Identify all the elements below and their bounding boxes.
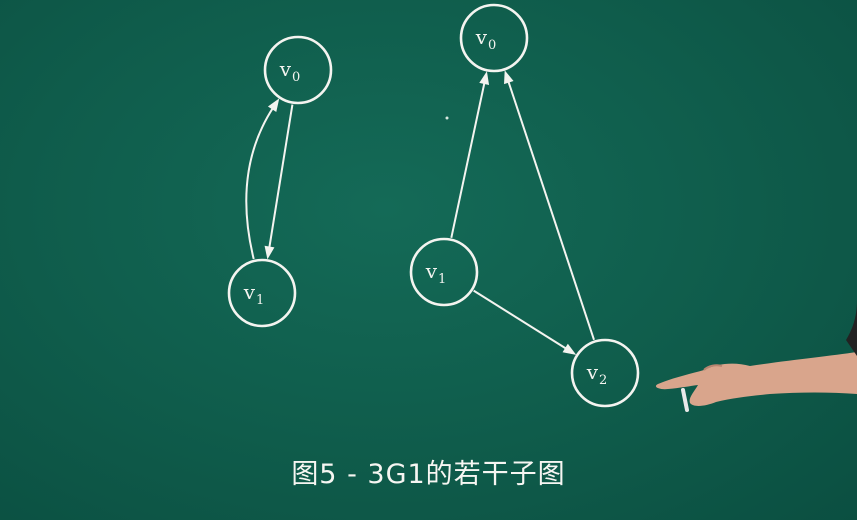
edge-line	[450, 80, 486, 238]
edge-l-v0-to-l-v1	[264, 104, 294, 260]
node-circle	[263, 35, 333, 105]
node-circle	[570, 338, 640, 408]
arrowhead-icon	[264, 245, 275, 260]
node-r-v0: v0	[459, 3, 529, 73]
node-label-base: v	[586, 360, 599, 384]
arrowhead-icon	[562, 343, 577, 355]
arrowhead-icon	[267, 98, 280, 112]
edge-line	[268, 104, 294, 250]
node-label-base: v	[475, 25, 488, 49]
node-label: v1	[425, 259, 447, 287]
arrowhead-icon	[479, 71, 490, 86]
node-r-v2: v2	[570, 338, 640, 408]
edges-layer	[245, 70, 595, 355]
node-label-subscript: 0	[488, 38, 496, 53]
edge-line	[473, 289, 569, 351]
node-label: v0	[475, 25, 497, 53]
node-circle	[227, 258, 297, 328]
node-r-v1: v1	[409, 237, 479, 307]
edge-r-v1-to-r-v2	[473, 289, 577, 355]
node-label: v0	[279, 57, 301, 85]
node-circle	[459, 3, 529, 73]
node-label-base: v	[279, 57, 292, 81]
node-l-v1: v1	[227, 258, 297, 328]
node-circle	[409, 237, 479, 307]
node-l-v0: v0	[263, 35, 333, 105]
node-label: v2	[586, 360, 608, 388]
node-label-base: v	[243, 280, 256, 304]
figure-caption: 图5 - 3G1的若干子图	[291, 459, 566, 490]
node-label-subscript: 1	[438, 272, 446, 287]
node-label-subscript: 2	[599, 373, 607, 388]
edge-l-v1-to-l-v0	[245, 98, 280, 260]
node-label-subscript: 1	[256, 293, 264, 308]
edge-r-v2-to-r-v0	[504, 70, 595, 341]
arrowhead-icon	[504, 70, 514, 85]
node-label-base: v	[425, 259, 438, 283]
node-label: v1	[243, 280, 265, 308]
edge-r-v1-to-r-v0	[450, 71, 490, 238]
edge-line	[506, 79, 595, 341]
edge-line	[245, 106, 275, 260]
chalk-dot	[445, 116, 449, 120]
node-label-subscript: 0	[292, 70, 300, 85]
